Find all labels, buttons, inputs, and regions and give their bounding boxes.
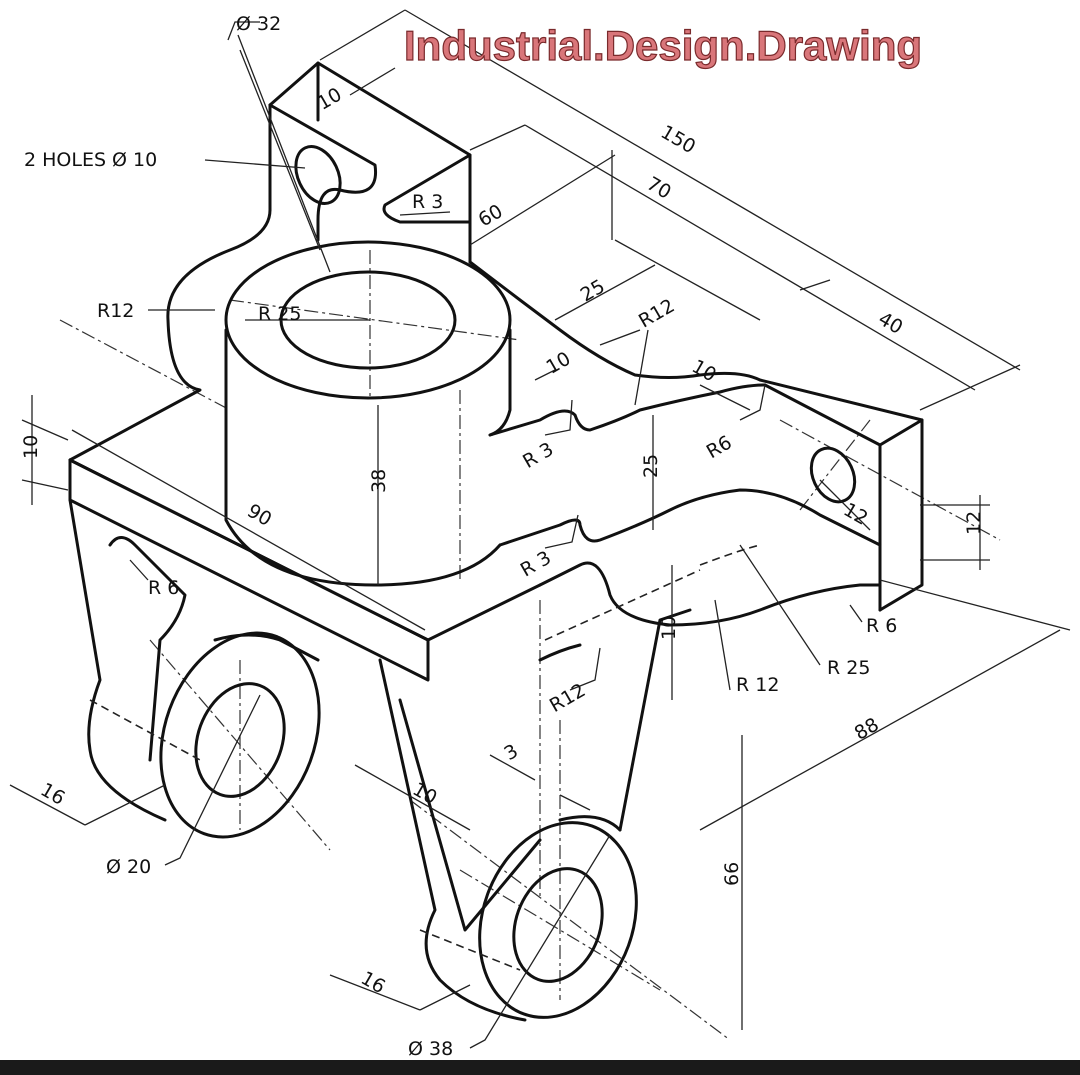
dim-r6-left: R 6 [148,577,179,599]
dim-16-left: 16 [37,779,69,810]
dimension-lines [9,9,1071,1049]
dim-r3-a: R 3 [519,438,557,473]
dim-66: 66 [721,862,743,886]
dim-r12-left: R12 [97,300,134,322]
dim-88: 88 [851,714,883,745]
dim-16-bottom: 16 [357,967,389,998]
dim-r25-low: R 25 [827,657,870,679]
dim-25-side: 25 [640,454,662,478]
dim-60: 60 [475,200,507,231]
dim-r6-right: R6 [703,432,736,464]
dim-70: 70 [643,173,675,204]
dim-r6-bottom: R 6 [866,615,897,637]
dim-90: 90 [243,500,275,531]
dim-3: 3 [500,740,521,765]
dim-holes: 2 HOLES Ø 10 [24,149,157,171]
dim-r12-dash: R 12 [736,674,779,696]
dim-38: 38 [368,469,390,493]
dim-25-top: 25 [577,275,609,306]
dim-phi38: Ø 38 [408,1038,453,1060]
dim-phi20: Ø 20 [106,856,151,878]
dim-r25-boss: R 25 [258,303,301,325]
dim-12-hole: 12 [840,499,872,530]
part-outline [68,61,924,1022]
dimension-labels: Ø 32 10 2 HOLES Ø 10 R 3 60 150 70 25 R1… [20,13,985,1060]
watermark-title: Industrial.Design.Drawing [404,22,922,69]
dim-10-low: 10 [658,616,680,640]
dim-12-side: 12 [963,511,985,535]
hidden-lines [89,544,761,971]
dim-10-leg: 10 [409,778,441,809]
dim-r3-b: R 3 [517,547,555,582]
dim-10-right: 10 [688,355,720,386]
dim-150: 150 [657,121,699,158]
bottom-bar [0,1060,1080,1075]
dim-r12-mid: R12 [635,295,678,333]
dim-10-left: 10 [20,435,42,459]
center-lines [59,250,1001,1041]
dim-r3-top: R 3 [412,191,443,213]
dim-phi32: Ø 32 [236,13,281,35]
